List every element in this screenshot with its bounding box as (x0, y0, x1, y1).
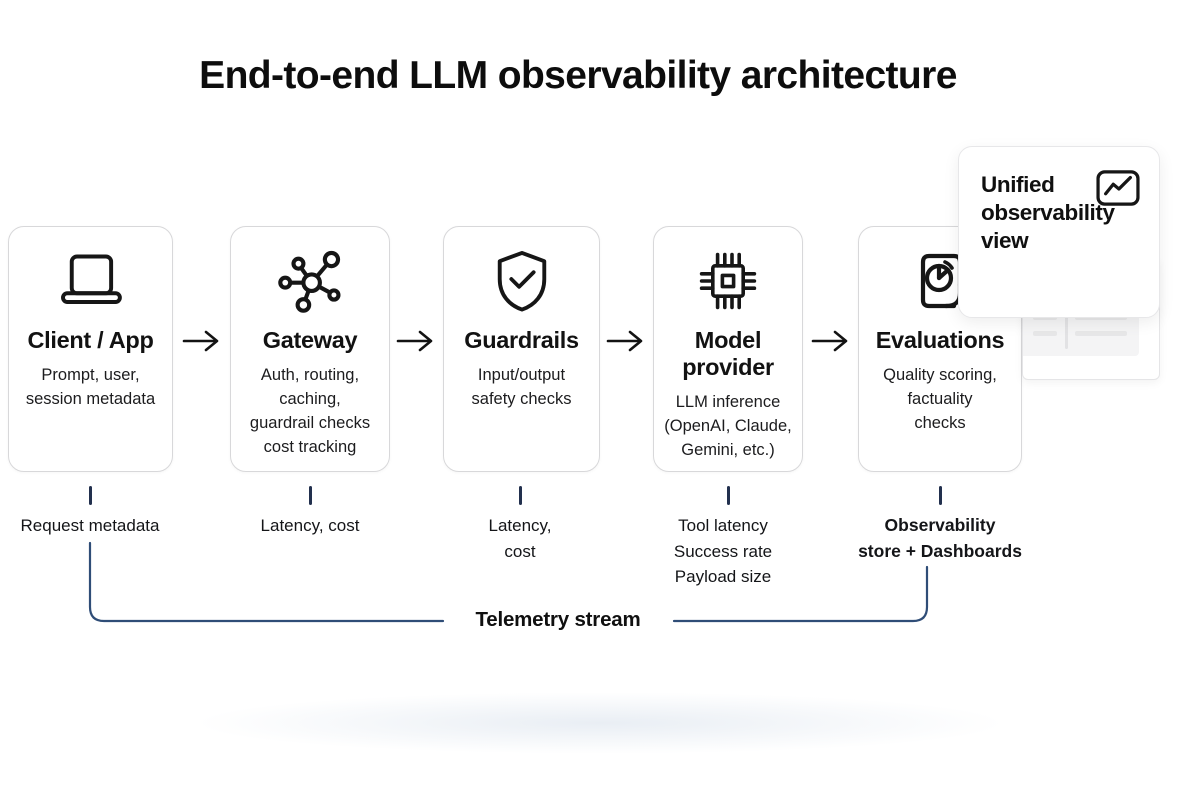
box-desc: Auth, routing, caching, guardrail checks… (249, 366, 371, 456)
metric-evaluations: Observability store + Dashboards (858, 515, 1022, 561)
flow-arrow-icon (606, 328, 648, 359)
box-title: Guardrails (464, 327, 579, 353)
pipeline-box-model-provider: Model provider LLM inference (OpenAI, Cl… (653, 226, 803, 472)
background-gradient-band (60, 688, 1140, 766)
pipeline-box-client-app: Client / App Prompt, user, session metad… (8, 226, 173, 472)
connector-tick (939, 486, 942, 505)
unified-card-title: Unified observability view (981, 172, 1115, 253)
metric-client-app: Request metadata (20, 516, 160, 535)
box-title: Model provider (682, 327, 774, 380)
shield-check-icon (491, 247, 553, 315)
metric-guardrails: Latency, cost (488, 516, 552, 561)
laptop-icon (56, 247, 126, 315)
dashboard-bar (1075, 331, 1127, 336)
pipeline-box-guardrails: Guardrails Input/output safety checks (443, 226, 600, 472)
network-hub-icon (277, 247, 343, 315)
connector-tick (89, 486, 92, 505)
connector-tick (309, 486, 312, 505)
connector-tick (727, 486, 730, 505)
dashboard-divider (1065, 295, 1068, 349)
box-title: Client / App (27, 327, 154, 353)
metric-model-provider: Tool latency Success rate Payload size (673, 516, 773, 586)
box-desc: Input/output safety checks (471, 366, 572, 408)
box-title: Evaluations (875, 327, 1005, 353)
box-title: Gateway (262, 327, 358, 353)
metric-gateway: Latency, cost (260, 516, 360, 535)
box-desc: LLM inference (OpenAI, Claude, Gemini, e… (664, 393, 792, 459)
box-desc: Prompt, user, session metadata (25, 366, 156, 408)
line-chart-icon (1095, 169, 1141, 212)
page-title: End-to-end LLM observability architectur… (199, 54, 957, 97)
box-desc: Quality scoring, factuality checks (883, 366, 997, 432)
flow-arrow-icon (396, 328, 438, 359)
pipeline-box-gateway: Gateway Auth, routing, caching, guardrai… (230, 226, 390, 472)
connector-tick (519, 486, 522, 505)
dashboard-bar (1033, 331, 1057, 336)
flow-arrow-icon (182, 328, 224, 359)
flow-arrow-icon (811, 328, 853, 359)
cpu-chip-icon (696, 247, 760, 315)
unified-observability-card: Unified observability view (958, 146, 1160, 318)
telemetry-stream-label: Telemetry stream (475, 608, 641, 631)
